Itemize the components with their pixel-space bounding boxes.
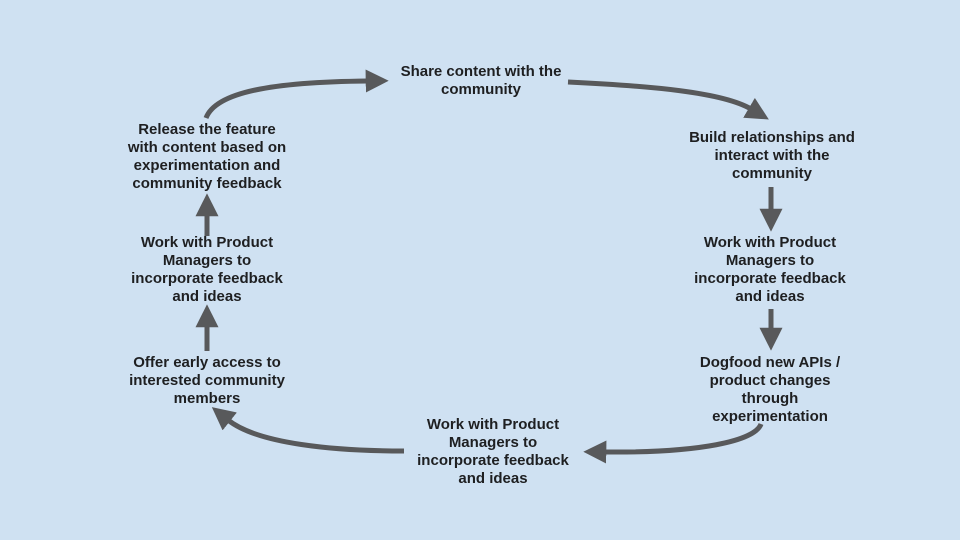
node-offer-early-access: Offer early access to interested communi… (129, 354, 285, 407)
node-dogfood: Dogfood new APIs / product changes throu… (699, 354, 841, 425)
node-work-with-pm-right: Work with Product Managers to incorporat… (694, 234, 846, 305)
node-work-with-pm-left: Work with Product Managers to incorporat… (131, 234, 283, 305)
node-build-relationships: Build relationships and interact with th… (689, 129, 855, 182)
arrow-release-to-share-icon (203, 69, 389, 120)
node-share-content: Share content with the community (400, 63, 562, 98)
arrow-dogfood-to-work-bottom-icon (583, 422, 764, 464)
arrow-share-to-build-icon (567, 79, 769, 120)
arrow-work-bottom-to-offer-icon (211, 407, 405, 454)
node-release-feature: Release the feature with content based o… (127, 121, 287, 192)
node-work-with-pm-bottom: Work with Product Managers to incorporat… (417, 416, 569, 487)
